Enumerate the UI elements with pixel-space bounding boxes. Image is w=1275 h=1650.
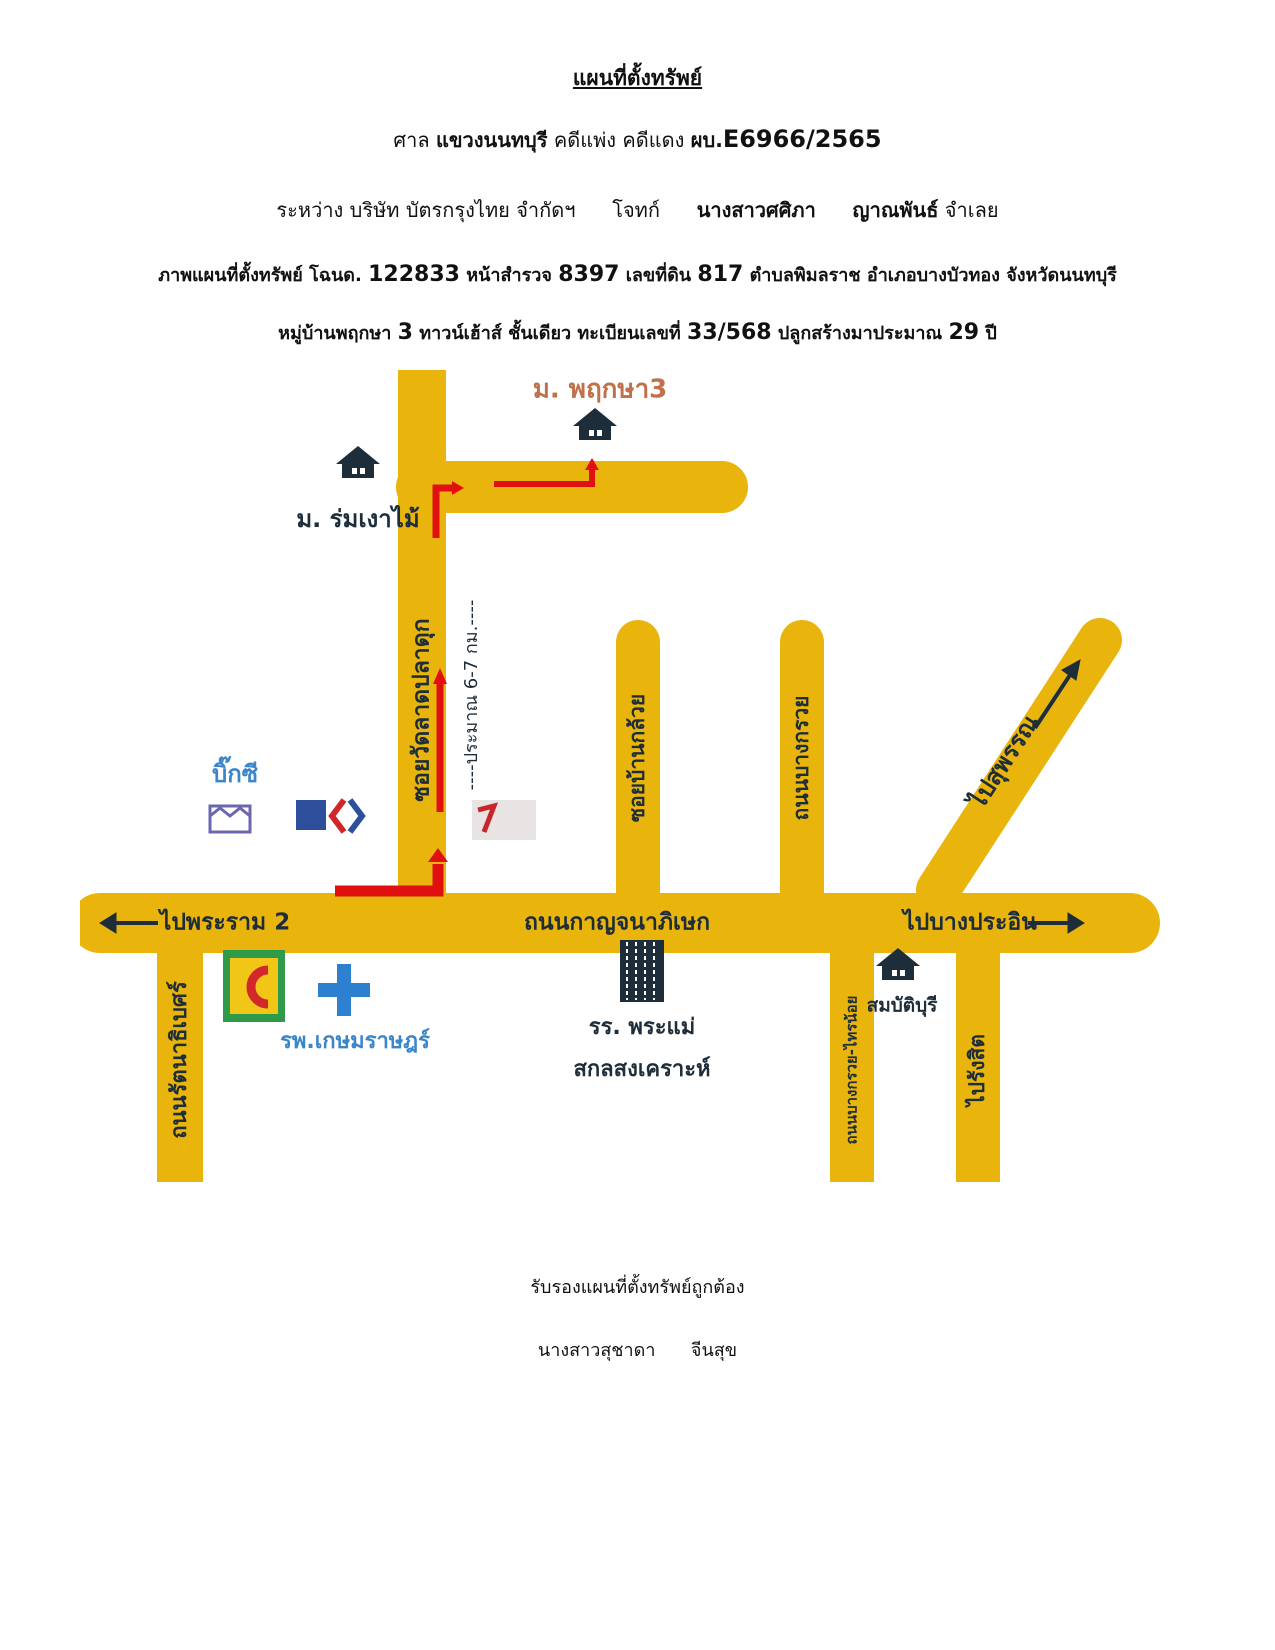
deed-number: 122833 <box>368 262 460 287</box>
certify-text: รับรองแผนที่ตั้งทรัพย์ถูกต้อง <box>530 1277 745 1298</box>
label-to-bangprain: ไปบางประอิน <box>900 908 1037 936</box>
school-building-icon <box>620 940 664 1002</box>
house-line: หมู่บ้านพฤกษา 3 ทาวน์เฮ้าส์ ชั้นเดียว ทะ… <box>0 318 1275 347</box>
carrefour-store-icon <box>296 798 366 834</box>
label-sombatburi: สมบัติบุรี <box>867 995 939 1018</box>
label-bigc: บิ๊กซี <box>212 755 258 788</box>
label-school-line2: สกลสงเคราะห์ <box>573 1056 710 1082</box>
village-left-house-icon <box>336 446 380 478</box>
parties-between: ระหว่าง บริษัท บัตรกรุงไทย จำกัดฯ <box>276 198 576 222</box>
signer-name: นางสาวสุชาดา จีนสุข <box>0 1335 1275 1364</box>
court-name: แขวงนนทบุรี <box>435 128 548 152</box>
label-rattanathibet: ถนนรัตนาธิเบศร์ <box>166 981 192 1139</box>
survey-label: หน้าสำรวจ <box>466 265 552 286</box>
court-line: ศาล แขวงนนทบุรี คดีแพ่ง คดีแดง ผบ.E6966/… <box>0 124 1275 156</box>
route-arrow-turn-1 <box>335 864 444 897</box>
label-distance: ----ประมาณ 6-7 กม.---- <box>461 600 482 791</box>
label-hospital: รพ.เกษมราษฎร์ <box>280 1028 430 1054</box>
land-number: 817 <box>697 262 744 287</box>
route-arrows <box>335 458 599 897</box>
label-village-target: ม. พฤกษา3 <box>533 375 668 405</box>
defendant-role: จำเลย <box>944 198 999 222</box>
road-network <box>80 370 1160 1182</box>
defendant-first-name: นางสาวศศิภา <box>696 198 816 222</box>
location-text: ตำบลพิมลราช อำเภอบางบัวทอง จังหวัดนนทบุร… <box>749 265 1117 286</box>
label-school-line1: รร. พระแม่ <box>589 1015 695 1040</box>
built-label: ปลูกสร้างมาประมาณ <box>777 323 943 344</box>
right-arrowhead-icon <box>1067 912 1085 934</box>
house-type: ทาวน์เฮ้าส์ ชั้นเดียว ทะเบียนเลขที่ <box>419 323 681 344</box>
route-arrow-head-4 <box>585 458 599 470</box>
signer-first-name: นางสาวสุชาดา <box>537 1340 656 1361</box>
route-arrow-turn-2 <box>432 484 452 538</box>
defendant-last-name: ญาณพันธ์ <box>852 198 939 222</box>
label-to-rangsit: ไปรังสิต <box>964 1034 989 1108</box>
plaintiff-label: โจทก์ <box>612 198 660 222</box>
land-label: เลขที่ดิน <box>625 265 692 286</box>
bigc-store-icon <box>208 804 252 834</box>
label-road-bangkruay: ถนนบางกรวย <box>789 696 813 821</box>
village-number: 3 <box>397 320 413 345</box>
route-arrow-turn-3 <box>494 470 595 487</box>
case-number: E6966/2565 <box>722 125 882 153</box>
parties-line: ระหว่าง บริษัท บัตรกรุงไทย จำกัดฯ โจทก์ … <box>0 194 1275 226</box>
case-prefix: ผบ. <box>690 128 723 152</box>
built-years: 29 <box>948 320 980 345</box>
label-main-road: ถนนกาญจนาภิเษก <box>524 910 710 936</box>
left-arrowhead-icon <box>99 912 117 934</box>
suphan-arrowhead-icon <box>1061 659 1081 681</box>
location-map: ม. พฤกษา3 ม. ร่มเงาไม้ ซอยวัดลาดปลาดุก -… <box>80 370 1160 1182</box>
label-to-rama2: ไปพระราม 2 <box>157 908 290 936</box>
route-arrow-head-3 <box>452 481 464 495</box>
store-c-logo-icon <box>223 950 285 1022</box>
page-title: แผนที่ตั้งทรัพย์ <box>572 66 703 90</box>
house-number: 33/568 <box>687 320 772 345</box>
road-to-suphan <box>916 618 1122 912</box>
label-road-bottom-right: ถนนบางกรวย-ไทรน้อย <box>842 996 861 1145</box>
route-arrow-head-1 <box>428 848 448 862</box>
store-logo-icon <box>472 800 536 840</box>
case-type: คดีแพ่ง คดีแดง <box>553 128 685 152</box>
hospital-cross-icon <box>318 964 370 1016</box>
label-soi-vertical: ซอยวัดลาดปลาดุก <box>409 618 436 801</box>
deed-line: ภาพแผนที่ตั้งทรัพย์ โฉนด. 122833 หน้าสำร… <box>0 260 1275 289</box>
village-target-house-icon <box>573 408 617 440</box>
suphan-direction-arrow-icon <box>1033 673 1072 730</box>
label-village-left: ม. ร่มเงาไม้ <box>296 504 419 533</box>
court-prefix: ศาล <box>393 128 430 152</box>
deed-prefix: ภาพแผนที่ตั้งทรัพย์ โฉนด. <box>158 265 362 286</box>
built-unit: ปี <box>985 323 997 344</box>
signer-last-name: จีนสุข <box>690 1340 738 1361</box>
village-label: หมู่บ้านพฤกษา <box>278 323 392 344</box>
label-soi-banklauy: ซอยบ้านกล้วย <box>625 694 649 822</box>
survey-number: 8397 <box>558 262 620 287</box>
route-arrow-head-2 <box>433 668 447 684</box>
